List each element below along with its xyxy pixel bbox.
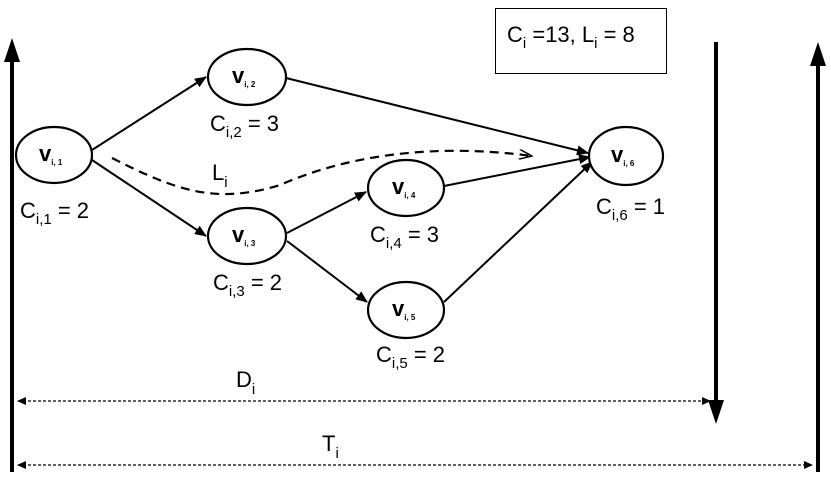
node-v11: vi, 1	[14, 125, 94, 185]
edge-v15-v16	[443, 161, 593, 303]
cost-label-v13: Ci,3 = 2	[213, 270, 282, 300]
svg-text:vi, 5: vi, 5	[392, 296, 416, 322]
task-summary-text: Ci =13, Li = 8	[507, 22, 635, 52]
period-label: Ti	[322, 431, 339, 462]
critical-path-label: Li	[212, 160, 228, 191]
svg-text:vi, 1: vi, 1	[39, 141, 63, 167]
node-v12-sub: i, 2	[244, 80, 256, 89]
node-v12: vi, 2	[206, 47, 288, 107]
node-v14-label: v	[392, 174, 405, 199]
edge-v11-v13	[91, 159, 207, 237]
node-v14: vi, 4	[366, 158, 446, 218]
cost-label-v12: Ci,2 = 3	[210, 111, 279, 141]
node-v16: vi, 6	[587, 125, 665, 187]
svg-text:vi, 2: vi, 2	[232, 63, 256, 89]
edge-v11-v12	[91, 76, 207, 151]
svg-text:vi, 6: vi, 6	[611, 142, 635, 168]
node-v12-label: v	[232, 63, 245, 88]
svg-text:vi, 4: vi, 4	[392, 174, 416, 200]
edge-v13-v15	[286, 240, 368, 303]
critical-path-curve	[111, 151, 532, 196]
edge-v13-v14	[286, 191, 367, 234]
cost-label-v15: Ci,5 = 2	[376, 342, 445, 372]
node-v16-label: v	[611, 142, 624, 167]
node-v13-label: v	[232, 222, 245, 247]
release-arrow-left	[4, 38, 20, 472]
svg-text:vi, 3: vi, 3	[232, 222, 256, 248]
node-v14-sub: i, 4	[404, 191, 416, 200]
node-v15: vi, 5	[366, 280, 446, 340]
node-v15-label: v	[392, 296, 405, 321]
deadline-arrow	[708, 42, 724, 424]
deadline-label: Di	[236, 367, 255, 398]
node-v16-sub: i, 6	[623, 159, 635, 168]
cost-label-v14: Ci,4 = 3	[370, 222, 439, 252]
release-arrow-right	[810, 42, 826, 472]
task-summary-box	[495, 8, 667, 74]
node-v15-sub: i, 5	[404, 313, 416, 322]
cost-label-v16: Ci,6 = 1	[596, 194, 665, 224]
svg-text:Ci =13, Li = 8: Ci =13, Li = 8	[507, 22, 635, 52]
edge-v12-v16	[285, 77, 589, 156]
cost-label-v11: Ci,1 = 2	[20, 198, 89, 228]
node-v13: vi, 3	[206, 206, 288, 266]
edge-v14-v16	[443, 154, 591, 187]
node-v13-sub: i, 3	[244, 239, 256, 248]
node-v11-label: v	[39, 141, 52, 166]
node-v11-sub: i, 1	[51, 158, 63, 167]
